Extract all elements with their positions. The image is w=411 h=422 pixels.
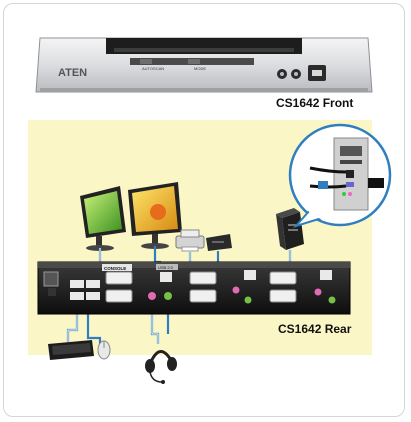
printer-icon xyxy=(175,229,205,252)
front-autoscan-text: AUTOSCAN xyxy=(142,66,164,71)
front-mode-text: MODE xyxy=(194,66,206,71)
rear-audio-jacks xyxy=(148,286,336,304)
rear-usb-b-ports xyxy=(160,270,332,282)
mouse-icon xyxy=(97,340,111,360)
rear-console-text: CONSOLE xyxy=(104,266,126,271)
front-button xyxy=(140,59,152,64)
rear-usb-text: USB 2.0 xyxy=(158,265,174,270)
headset-icon xyxy=(145,350,177,384)
hard-drive-icon xyxy=(206,234,232,251)
rear-dvi-ports xyxy=(105,271,297,303)
rear-caption: CS1642 Rear xyxy=(278,322,352,336)
pc-rear-callout xyxy=(288,123,392,228)
keyboard-icon xyxy=(48,340,94,360)
pc-tower-icon xyxy=(276,208,304,250)
kvm-front-panel xyxy=(35,37,373,93)
aten-logo: ATEN xyxy=(58,67,87,79)
monitor-icon xyxy=(80,186,126,251)
front-caption: CS1642 Front xyxy=(276,96,354,110)
monitor-icon xyxy=(128,182,182,249)
front-button xyxy=(188,59,200,64)
kvm-rear-panel xyxy=(37,261,351,315)
front-audio-ports xyxy=(277,69,301,79)
front-usb-port xyxy=(308,65,326,81)
